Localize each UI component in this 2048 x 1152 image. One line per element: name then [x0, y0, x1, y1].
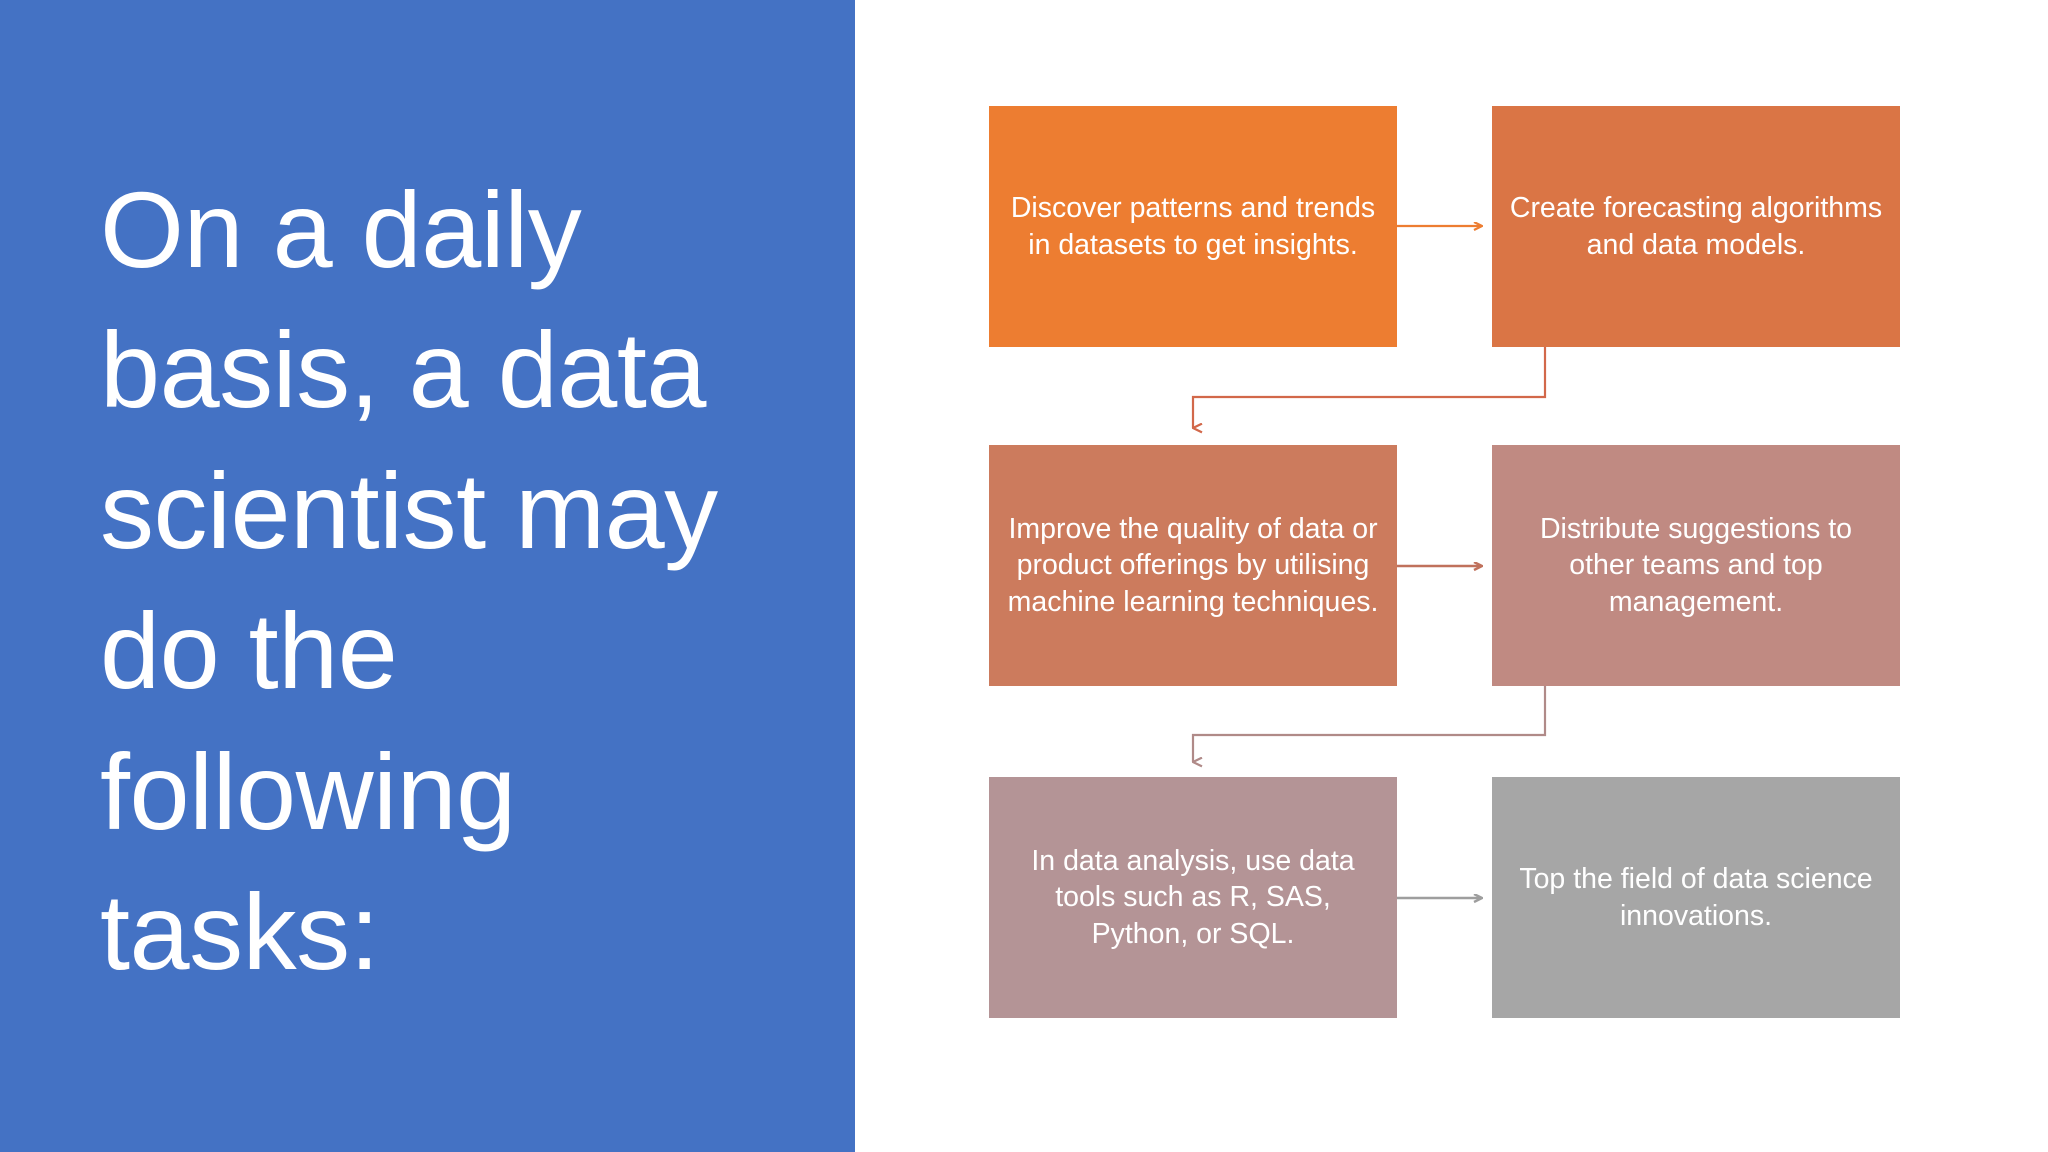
- flow-node-label: Discover patterns and trends in datasets…: [1010, 192, 1376, 261]
- arrow-node2-to-node3: [1191, 347, 1547, 428]
- flow-node-create-forecasting[interactable]: Create forecasting algorithms and data m…: [1492, 106, 1900, 347]
- process-diagram: Discover patterns and trends in datasets…: [855, 0, 2048, 1152]
- flow-node-top-the-field[interactable]: Top the field of data science innovation…: [1492, 777, 1900, 1018]
- flow-node-label: Distribute suggestions to other teams an…: [1539, 512, 1853, 618]
- flow-node-distribute-suggestions[interactable]: Distribute suggestions to other teams an…: [1492, 445, 1900, 686]
- flow-node-data-tools[interactable]: In data analysis, use data tools such as…: [989, 777, 1397, 1018]
- arrow-node4-to-node5: [1191, 686, 1547, 762]
- flow-node-improve-quality[interactable]: Improve the quality of data or product o…: [989, 445, 1397, 686]
- flow-node-discover-patterns[interactable]: Discover patterns and trends in datasets…: [989, 106, 1397, 347]
- page-title: On a daily basis, a data scientist may d…: [100, 169, 748, 992]
- title-panel: On a daily basis, a data scientist may d…: [0, 0, 855, 1152]
- flow-node-label: Create forecasting algorithms and data m…: [1509, 192, 1883, 261]
- flow-node-label: Top the field of data science innovation…: [1519, 863, 1873, 932]
- flow-node-label: Improve the quality of data or product o…: [1007, 512, 1379, 618]
- flow-node-label: In data analysis, use data tools such as…: [1031, 844, 1355, 950]
